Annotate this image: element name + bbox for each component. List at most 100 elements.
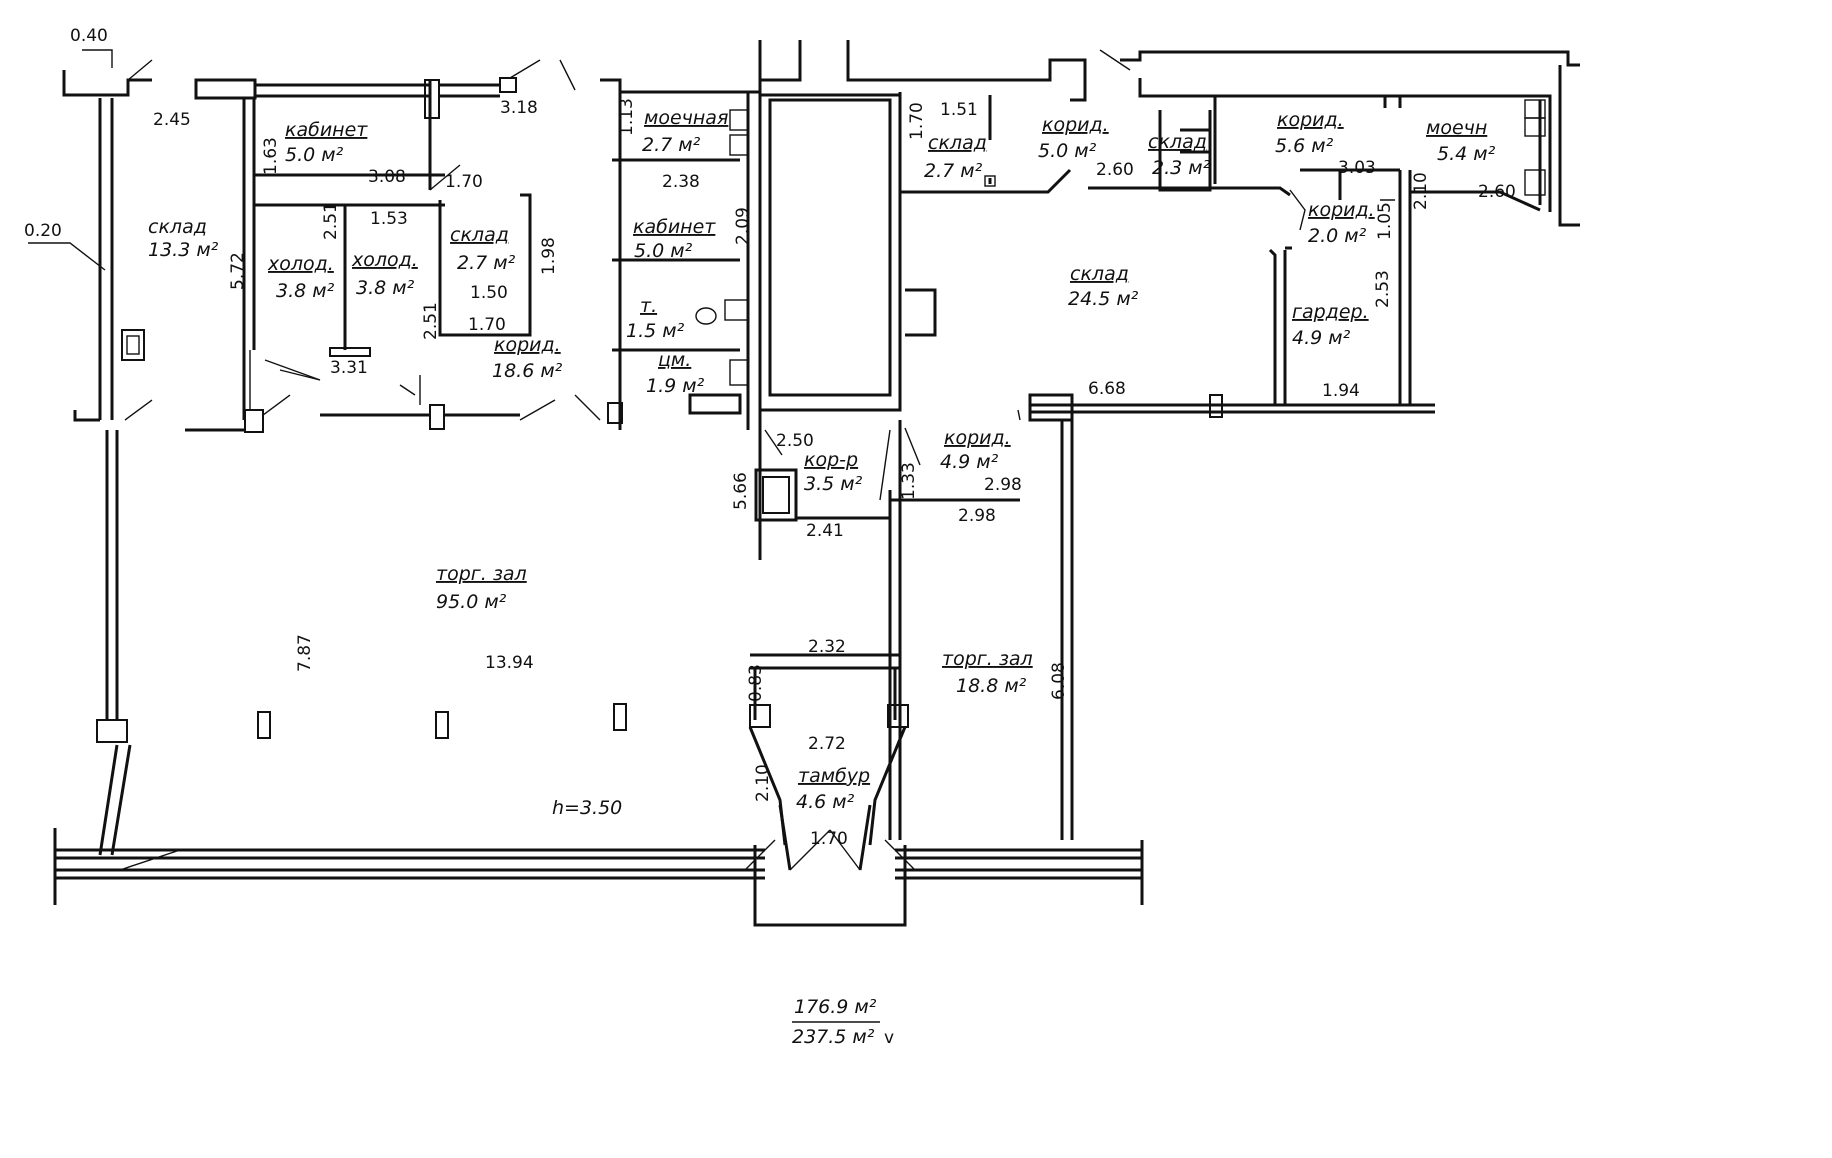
- svg-text:2.7 м²: 2.7 м²: [924, 160, 983, 182]
- dim-label: 6.08: [1049, 662, 1069, 700]
- room-area: 5.4 м²: [1437, 143, 1496, 165]
- room-name: моечная: [644, 107, 728, 129]
- room-area: 5.6 м²: [1275, 135, 1334, 157]
- svg-text:склад: склад: [148, 216, 207, 238]
- area-totals: 176.9 м² 237.5 м² v: [792, 996, 894, 1048]
- room-name: склад: [450, 224, 509, 246]
- room-area: 13.3 м²: [148, 239, 219, 261]
- leader-lines: [28, 49, 1131, 271]
- svg-text:моечная: моечная: [644, 107, 728, 129]
- ceiling-height: h=3.50: [552, 797, 622, 819]
- room-area: 5.0 м²: [634, 240, 693, 262]
- svg-text:3.5 м²: 3.5 м²: [804, 473, 863, 495]
- dim-label: 2.51: [321, 202, 341, 240]
- room-area: 3.8 м²: [276, 280, 335, 302]
- svg-text:4.6 м²: 4.6 м²: [796, 791, 855, 813]
- dim-label: 2.50: [776, 431, 814, 451]
- dim-label: 0.40: [70, 26, 108, 46]
- room-area: 3.5 м²: [804, 473, 863, 495]
- dim-label: 2.10: [1411, 172, 1431, 210]
- svg-text:кабинет: кабинет: [285, 119, 368, 141]
- room-name: цм.: [658, 349, 691, 371]
- svg-text:4.9 м²: 4.9 м²: [940, 451, 999, 473]
- room-name: кабинет: [633, 216, 716, 238]
- svg-text:холод.: холод.: [351, 249, 418, 271]
- svg-text:тамбур: тамбур: [798, 765, 870, 787]
- svg-text:5.6 м²: 5.6 м²: [1275, 135, 1334, 157]
- svg-text:13.3 м²: 13.3 м²: [148, 239, 219, 261]
- svg-text:3.8 м²: 3.8 м²: [356, 277, 415, 299]
- svg-text:3.8 м²: 3.8 м²: [276, 280, 335, 302]
- room-area: 3.8 м²: [356, 277, 415, 299]
- svg-text:торг. зал: торг. зал: [436, 563, 527, 585]
- dim-label: 13.94: [485, 653, 534, 673]
- svg-text:кор-р: кор-р: [804, 449, 858, 471]
- dim-label: 2.72: [808, 734, 846, 754]
- exterior-walls: [62, 40, 1580, 856]
- room-area: 2.3 м²: [1152, 157, 1211, 179]
- dim-label: 1.98: [539, 237, 559, 275]
- svg-text:1.5 м²: 1.5 м²: [626, 320, 685, 342]
- svg-text:18.8 м²: 18.8 м²: [956, 675, 1027, 697]
- svg-text:корид.: корид.: [494, 334, 561, 356]
- svg-text:моечн: моечн: [1426, 117, 1487, 139]
- dim-label: 3.03: [1338, 158, 1376, 178]
- dim-label: 2.98: [984, 475, 1022, 495]
- dim-label: 2.60: [1096, 160, 1134, 180]
- columns: [257, 703, 627, 739]
- svg-text:5.0 м²: 5.0 м²: [285, 144, 344, 166]
- svg-text:корид.: корид.: [944, 427, 1011, 449]
- svg-text:склад: склад: [1070, 263, 1129, 285]
- dim-label: 2.41: [806, 521, 844, 541]
- room-area: 18.8 м²: [956, 675, 1027, 697]
- right-walls: [898, 92, 1546, 840]
- svg-text:24.5 м²: 24.5 м²: [1068, 288, 1139, 310]
- room-area: 24.5 м²: [1068, 288, 1139, 310]
- room-name: кабинет: [285, 119, 368, 141]
- dim-label: 6.68: [1088, 379, 1126, 399]
- room-area: 2.7 м²: [642, 134, 701, 156]
- dim-label: 3.18: [500, 98, 538, 118]
- room-name: торг. зал: [436, 563, 527, 585]
- room-name: корид.: [1042, 114, 1109, 136]
- room-area: 1.5 м²: [626, 320, 685, 342]
- room-name: склад: [928, 132, 987, 154]
- left-interior-walls: [121, 59, 623, 433]
- dim-label: 2.45: [153, 110, 191, 130]
- room-area: 5.0 м²: [285, 144, 344, 166]
- dim-label: 1.70: [445, 172, 483, 192]
- room-area: 2.0 м²: [1308, 225, 1367, 247]
- svg-text:склад: склад: [928, 132, 987, 154]
- dim-label: 2.32: [808, 637, 846, 657]
- dim-label: 2.51: [421, 302, 441, 340]
- facade-wall: [53, 828, 1144, 905]
- dim-label: 5.66: [731, 472, 751, 510]
- svg-text:цм.: цм.: [658, 349, 691, 371]
- dimension-labels: 0.40 2.45 0.20 3.18 1.63 5.72 3.08 1.70 …: [24, 26, 1516, 849]
- room-name: корид.: [944, 427, 1011, 449]
- svg-text:корид.: корид.: [1042, 114, 1109, 136]
- dim-label: 2.53: [1373, 270, 1393, 308]
- svg-text:корид.: корид.: [1308, 199, 1375, 221]
- dim-label: 2.60: [1478, 182, 1516, 202]
- svg-text:5.0 м²: 5.0 м²: [634, 240, 693, 262]
- dim-label: 2.38: [662, 172, 700, 192]
- dim-label: 0.20: [24, 221, 62, 241]
- dim-label: 1.70: [468, 315, 506, 335]
- room-name: корид.: [1308, 199, 1375, 221]
- total-area-2: 237.5 м²: [792, 1026, 875, 1048]
- dim-label: 2.09: [733, 207, 753, 245]
- dim-label: 0.83: [746, 664, 766, 702]
- room-area: 1.9 м²: [646, 375, 705, 397]
- svg-text:2.0 м²: 2.0 м²: [1308, 225, 1367, 247]
- dim-label: 3.08: [368, 167, 406, 187]
- svg-text:2.3 м²: 2.3 м²: [1152, 157, 1211, 179]
- svg-text:т.: т.: [640, 295, 657, 317]
- room-name: склад: [1148, 131, 1207, 153]
- dim-label: 1.63: [261, 137, 281, 175]
- svg-text:18.6 м²: 18.6 м²: [492, 360, 563, 382]
- dim-label: 1.13: [617, 98, 637, 136]
- dim-label: 1.50: [470, 283, 508, 303]
- svg-text:холод.: холод.: [267, 253, 334, 275]
